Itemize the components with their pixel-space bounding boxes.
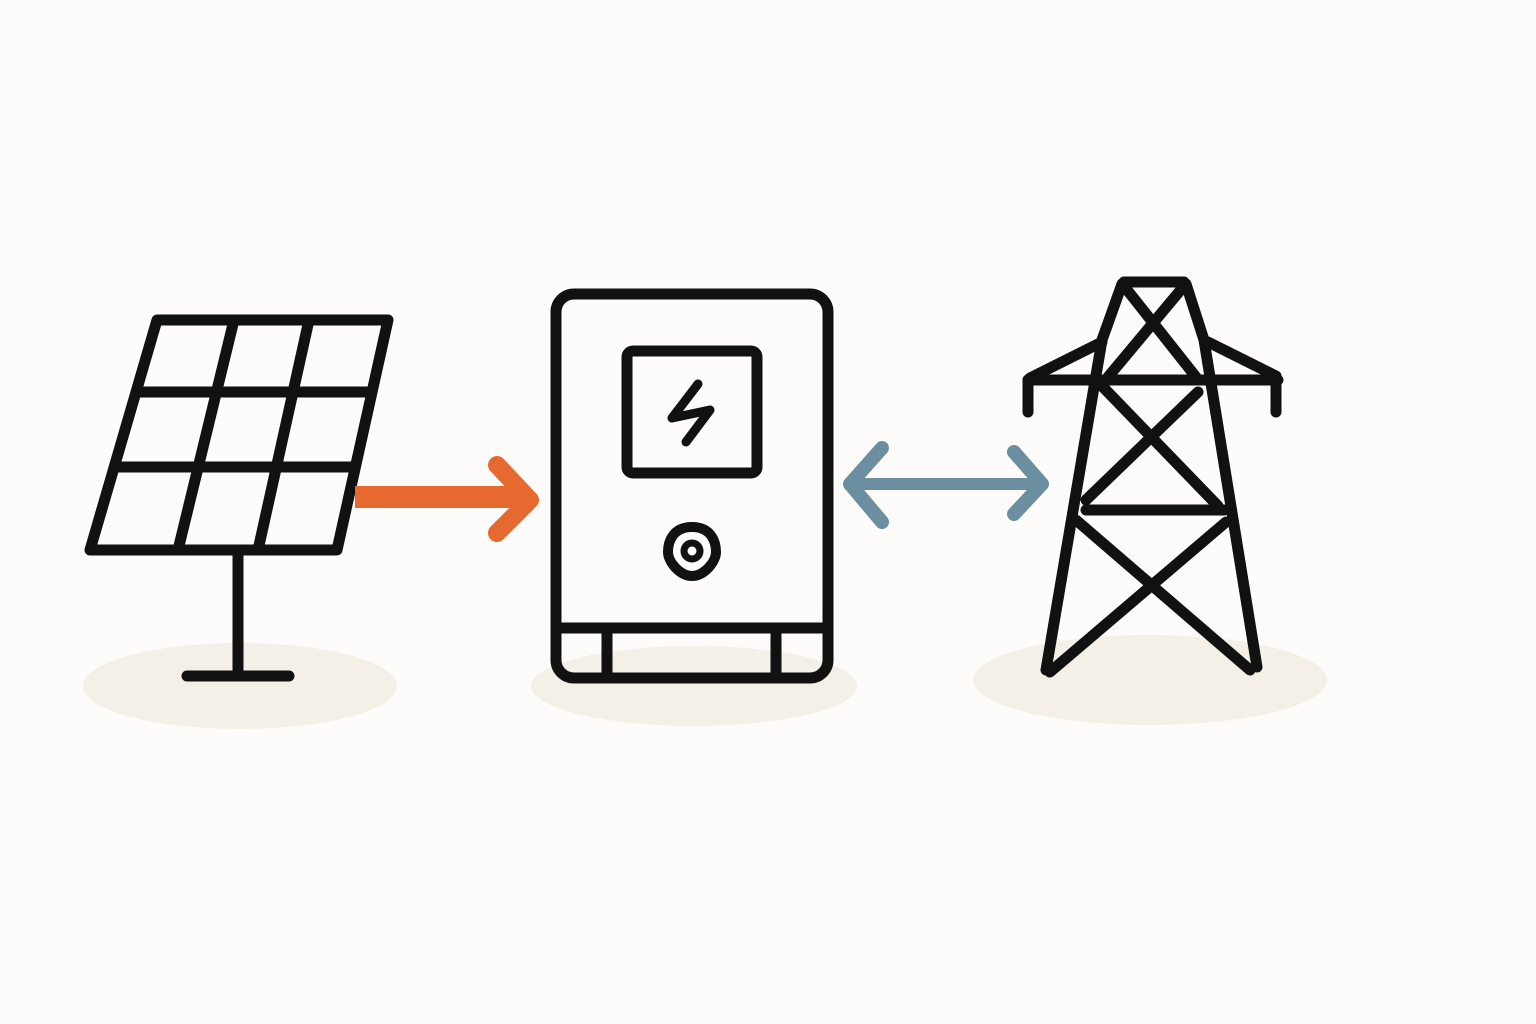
- inverter-display: [621, 345, 763, 479]
- transmission-tower-icon: [1022, 276, 1284, 678]
- tower-shadow: [973, 635, 1327, 725]
- inverter-grid-bidirectional-arrow: [843, 441, 1049, 529]
- inverter-indicator-icon: [663, 522, 721, 581]
- solar-panel-icon: [84, 314, 394, 682]
- solar-to-inverter-arrow: [355, 456, 539, 542]
- inverter-shadow: [531, 646, 857, 726]
- lightning-bolt-icon: [667, 379, 715, 447]
- solar-shadow: [83, 643, 397, 729]
- inverter-icon: [550, 288, 834, 684]
